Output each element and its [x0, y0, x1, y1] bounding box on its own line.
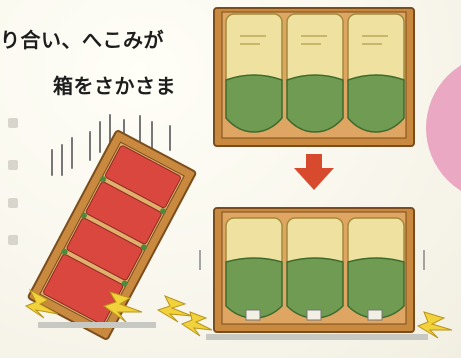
impact-burst-icon-right — [180, 311, 453, 339]
product-bags-bottom — [225, 217, 405, 321]
impact-burst-icon — [24, 288, 193, 323]
pink-circle-shape — [426, 65, 461, 191]
caption-line-2: 箱をさかさま — [53, 74, 176, 98]
faded-text-marks — [8, 118, 18, 245]
box-bottom — [199, 207, 425, 333]
down-arrow-icon — [294, 154, 334, 190]
caption-line-1: り合い、へこみが — [0, 28, 164, 52]
ground-right — [206, 334, 428, 340]
vibration-marks — [199, 250, 425, 270]
ground-left — [38, 322, 156, 328]
box-top — [213, 7, 415, 147]
falling-box — [27, 130, 197, 340]
product-bags-top — [225, 13, 405, 133]
